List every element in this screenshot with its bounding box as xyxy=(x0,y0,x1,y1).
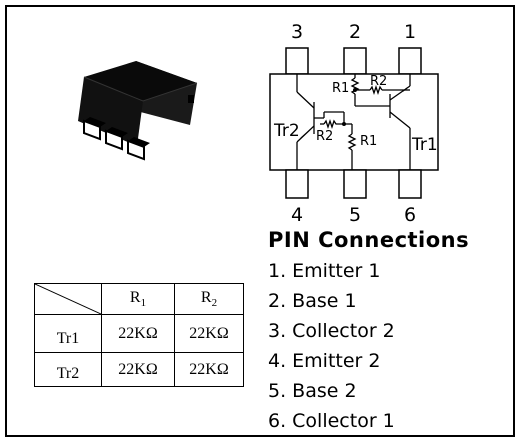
pin-connection-item: 6. Collector 1 xyxy=(268,410,395,432)
pin-label-top-3: 3 xyxy=(291,21,303,43)
cell-tr2-r2: 22KΩ xyxy=(174,352,244,387)
junction-dot xyxy=(353,88,357,92)
pin-tab-5 xyxy=(343,169,367,199)
internal-schematic: 3 2 1 xyxy=(269,21,439,226)
pin-tab-3 xyxy=(285,47,309,75)
pin-connection-item: 1. Emitter 1 xyxy=(268,260,381,282)
label-r2-bottom: R2 xyxy=(316,129,333,144)
resistor-value-table: R1 R2 Tr1 22KΩ 22KΩ Tr2 22KΩ 22KΩ xyxy=(34,283,244,387)
pin-tab-1 xyxy=(398,47,422,75)
pin-label-bottom-6: 6 xyxy=(404,204,416,226)
column-header-r2: R2 xyxy=(174,283,244,315)
junction-dot xyxy=(342,122,346,126)
table-row: Tr2 22KΩ 22KΩ xyxy=(34,352,244,387)
pin-label-bottom-4: 4 xyxy=(291,204,303,226)
label-tr1: Tr1 xyxy=(411,135,438,155)
pin-connections-list: 1. Emitter 1 2. Base 1 3. Collector 2 4.… xyxy=(268,256,395,436)
pin-connection-item: 3. Collector 2 xyxy=(268,320,395,342)
diagonal-divider xyxy=(35,284,101,314)
table-row: Tr1 22KΩ 22KΩ xyxy=(34,314,244,353)
pin-label-top-2: 2 xyxy=(349,21,361,43)
pin-connection-item: 2. Base 1 xyxy=(268,290,357,312)
label-r1-top: R1 xyxy=(332,81,349,96)
tr2-emitter-arrow xyxy=(300,132,307,138)
column-header-r1-sub: 1 xyxy=(140,297,147,310)
pin-tab-6 xyxy=(398,169,422,199)
cell-tr1-r2: 22KΩ xyxy=(174,314,244,353)
column-header-r2-sub: 2 xyxy=(211,297,218,310)
column-header-r1-main: R xyxy=(129,288,141,306)
column-header-r1: R1 xyxy=(101,283,175,315)
pin-tab-4 xyxy=(285,169,309,199)
row-label-tr1: Tr1 xyxy=(34,314,102,353)
label-r1-bottom: R1 xyxy=(360,134,377,149)
table-corner-cell xyxy=(34,283,102,315)
row-label-tr2: Tr2 xyxy=(34,352,102,387)
tr1-emitter-arrow xyxy=(403,86,410,92)
label-tr2: Tr2 xyxy=(273,121,300,141)
pin-label-bottom-5: 5 xyxy=(349,204,361,226)
label-r2-top: R2 xyxy=(370,74,387,89)
column-header-r2-main: R xyxy=(200,288,212,306)
pin-connections-title: PIN Connections xyxy=(268,228,470,252)
pin-connection-item: 4. Emitter 2 xyxy=(268,350,381,372)
pin-tab-2 xyxy=(343,47,367,75)
sot563-package-illustration xyxy=(78,61,198,161)
pin-connection-item: 5. Base 2 xyxy=(268,380,357,402)
cell-tr1-r1: 22KΩ xyxy=(101,314,175,353)
cell-tr2-r1: 22KΩ xyxy=(101,352,175,387)
pin-label-top-1: 1 xyxy=(404,21,416,43)
